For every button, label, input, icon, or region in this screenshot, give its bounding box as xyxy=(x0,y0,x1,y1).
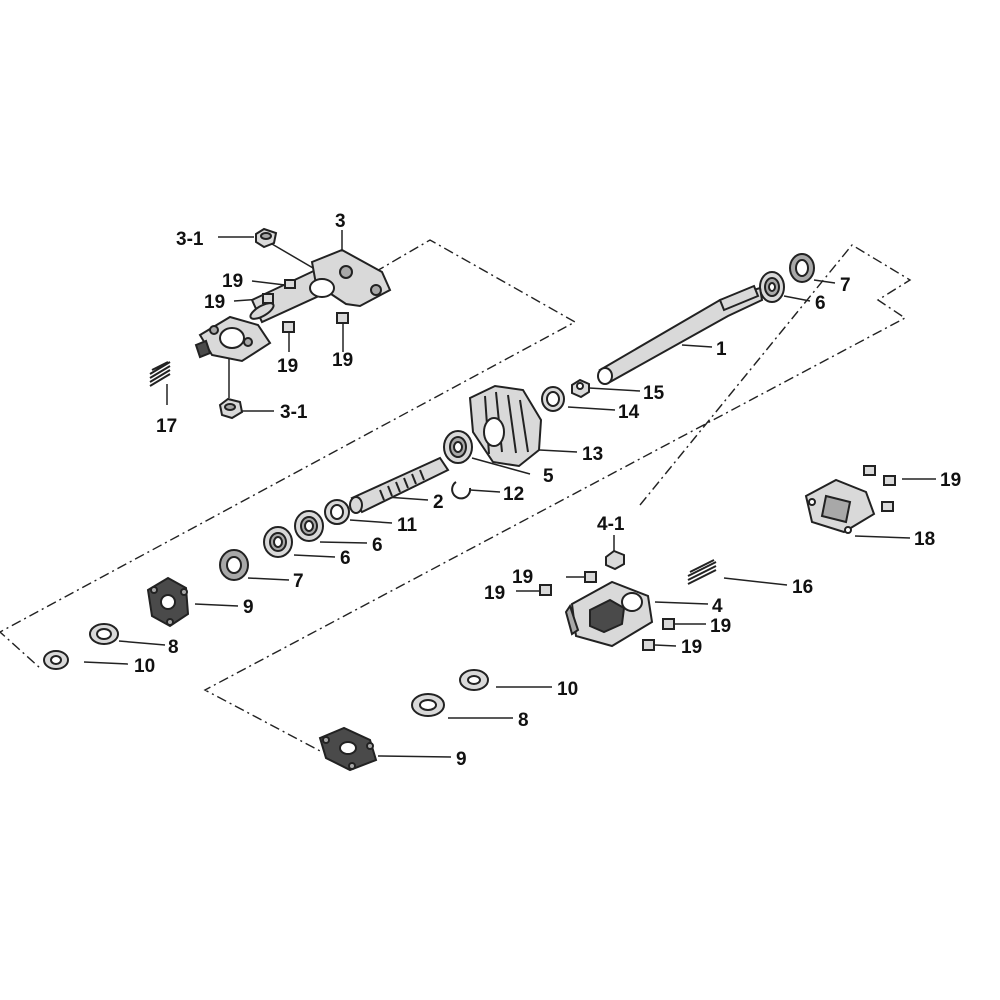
callout-7-top: 7 xyxy=(840,275,851,296)
bolt-19-a xyxy=(284,279,296,289)
callout-16: 16 xyxy=(792,577,813,598)
callout-6-mid-a: 6 xyxy=(372,535,383,556)
cover-housing-18 xyxy=(804,478,876,534)
bearing-6-mid-a xyxy=(294,510,324,542)
washer-8-right xyxy=(411,693,445,717)
bolt-19-d xyxy=(336,312,349,324)
spring-16 xyxy=(687,559,717,585)
drive-shaft-1 xyxy=(597,284,764,385)
callout-12: 12 xyxy=(503,484,524,505)
dashed-boundary-upper xyxy=(0,239,577,669)
washer-11 xyxy=(324,499,350,525)
nut-10-right xyxy=(459,669,489,691)
spring-17 xyxy=(149,361,171,387)
boot-3-1-top xyxy=(255,227,278,249)
callout-labels: 3-1 3 19 19 19 19 17 3-1 7 6 1 15 14 13 … xyxy=(134,211,961,770)
callout-15: 15 xyxy=(643,383,665,404)
callout-4: 4 xyxy=(712,596,723,617)
dashed-boundaries xyxy=(0,239,912,753)
seal-7-mid xyxy=(219,549,249,581)
bolt-19-e-1 xyxy=(863,465,876,476)
nut-15 xyxy=(571,378,590,399)
callout-6-mid-b: 6 xyxy=(340,548,351,569)
bolts-19-middle xyxy=(539,571,675,651)
bolt-19-i xyxy=(642,639,655,651)
callout-10-right: 10 xyxy=(557,679,578,700)
callout-19-g: 19 xyxy=(484,583,505,604)
dashed-boundary-lower xyxy=(203,244,912,753)
callout-10-left: 10 xyxy=(134,656,155,677)
bolt-19-e-2 xyxy=(883,475,896,486)
bearing-6-mid-b xyxy=(263,526,293,558)
callout-11: 11 xyxy=(397,515,418,536)
bolts-19-upper-left xyxy=(262,279,349,333)
universal-joint-shaft-3 xyxy=(194,248,392,363)
callout-19-c: 19 xyxy=(277,356,298,377)
bolt-19-h xyxy=(662,618,675,630)
callout-2: 2 xyxy=(433,492,444,513)
bolt-19-e-3 xyxy=(881,501,894,512)
bolt-19-c xyxy=(282,321,295,333)
callout-3-1-top: 3-1 xyxy=(176,229,204,250)
callout-3: 3 xyxy=(335,211,346,232)
callout-19-f: 19 xyxy=(512,567,533,588)
flange-9-left xyxy=(146,576,190,628)
callout-19-a: 19 xyxy=(222,271,243,292)
callout-1: 1 xyxy=(716,339,727,360)
callout-8-right: 8 xyxy=(518,710,529,731)
callout-19-h: 19 xyxy=(710,616,731,637)
bearing-5 xyxy=(443,430,473,464)
callout-9-left: 9 xyxy=(243,597,254,618)
callout-4-1: 4-1 xyxy=(597,514,625,535)
gear-housing-4 xyxy=(564,580,654,648)
callout-8-left: 8 xyxy=(168,637,179,658)
boot-4-1 xyxy=(605,549,625,571)
leader-lines xyxy=(83,230,936,758)
boot-3-1-bottom xyxy=(218,397,244,420)
callout-14: 14 xyxy=(618,402,640,423)
nut-10-left xyxy=(43,650,69,670)
callout-19-b: 19 xyxy=(204,292,225,313)
callout-5: 5 xyxy=(543,466,554,487)
callout-7-mid: 7 xyxy=(293,571,304,592)
callout-9-right: 9 xyxy=(456,749,467,770)
flange-9-right xyxy=(318,726,378,772)
washer-8-left xyxy=(89,623,119,645)
bolt-19-g xyxy=(539,584,552,596)
bearing-6-top xyxy=(759,271,785,303)
callout-6-top: 6 xyxy=(815,293,826,314)
callout-3-1-bottom: 3-1 xyxy=(280,402,308,423)
callout-18: 18 xyxy=(914,529,935,550)
seal-7-top xyxy=(789,253,815,283)
bevel-gear-13 xyxy=(468,384,543,468)
pinion-shaft-2 xyxy=(349,456,450,514)
callout-19-d: 19 xyxy=(332,350,353,371)
callout-19-i: 19 xyxy=(681,637,702,658)
callout-17: 17 xyxy=(156,416,177,437)
bolt-19-b xyxy=(262,293,274,304)
callout-13: 13 xyxy=(582,444,603,465)
callout-19-e: 19 xyxy=(940,470,961,491)
bolt-19-f xyxy=(584,571,597,583)
snap-ring-12 xyxy=(451,481,472,500)
bolts-19-upper-right xyxy=(863,465,896,512)
washer-14 xyxy=(541,386,565,412)
